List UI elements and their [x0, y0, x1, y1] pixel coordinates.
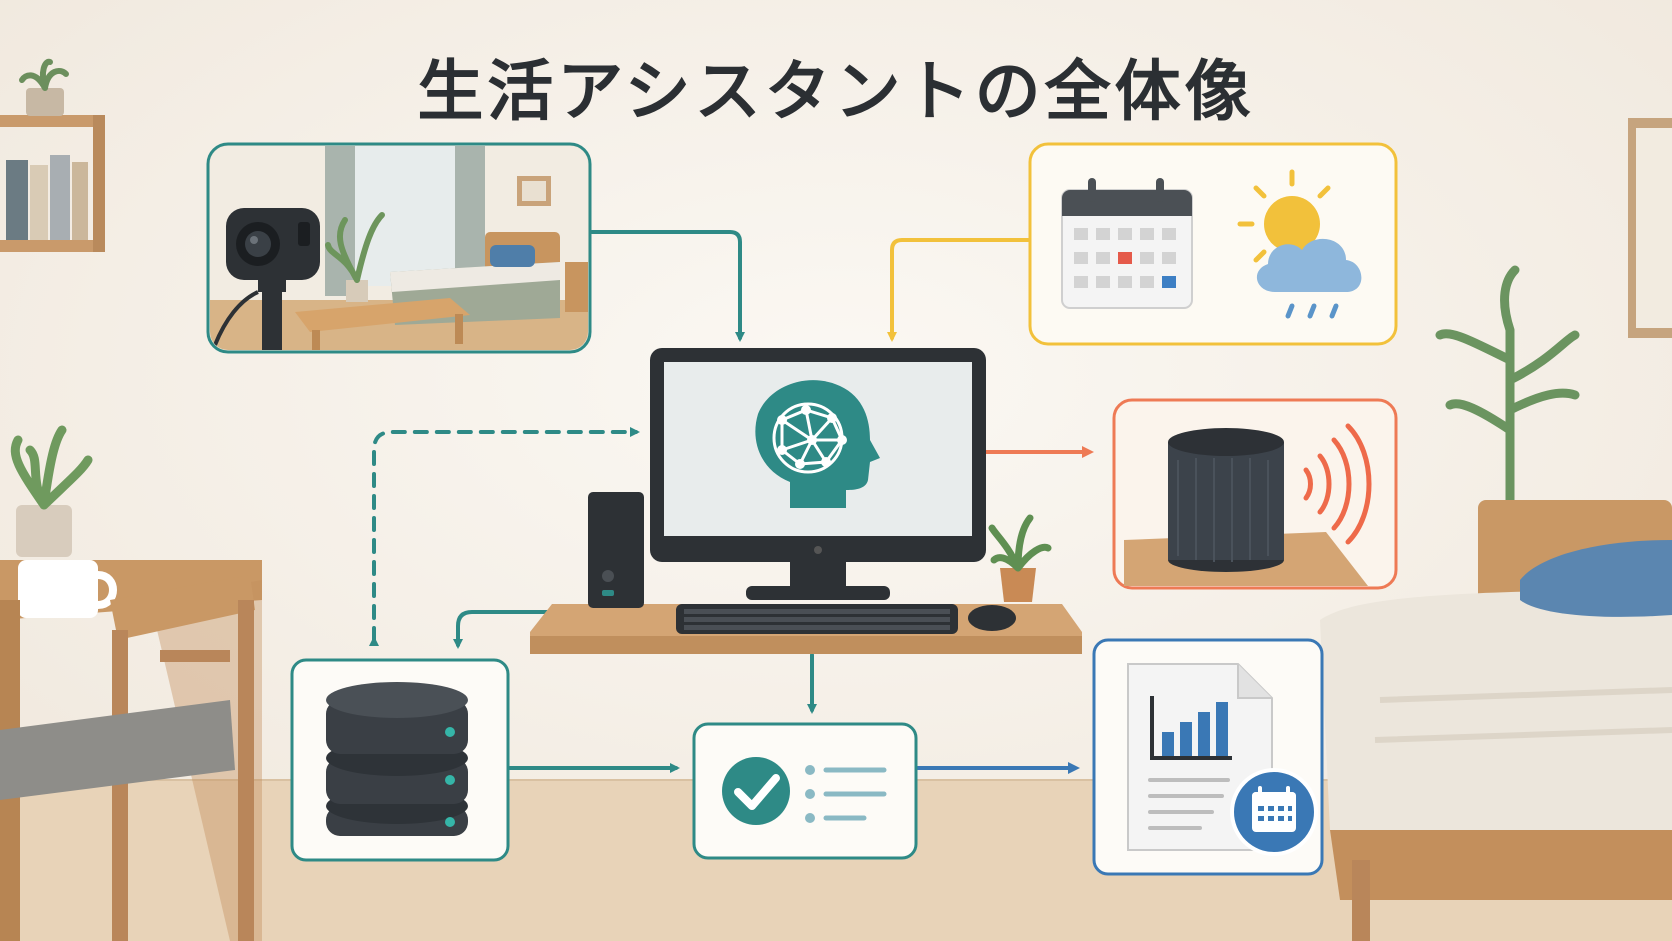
- mouse: [968, 605, 1016, 631]
- right-bed: [1320, 500, 1672, 941]
- calendar-badge-icon: [1230, 768, 1318, 856]
- wall-picture-frame: [1628, 118, 1672, 338]
- node-ai-computer: [530, 348, 1082, 654]
- node-database: [290, 658, 510, 862]
- node-camera-room: [206, 142, 592, 354]
- monitor: [650, 348, 986, 600]
- checklist-icon: [722, 757, 887, 825]
- speaker-icon: [1168, 428, 1284, 572]
- node-smart-speaker: [1112, 398, 1398, 590]
- arrow-computer-to-database: [453, 610, 557, 649]
- node-task-checklist: [692, 722, 918, 860]
- sound-wave-icon: [1303, 423, 1372, 545]
- arrow-camera-to-computer: [590, 230, 745, 342]
- brain-network-icon: [755, 380, 880, 508]
- calendar-icon: [1061, 178, 1193, 309]
- wooden-chair: [0, 575, 255, 941]
- right-plant: [1435, 265, 1580, 505]
- desk-plant: [988, 514, 1052, 602]
- pc-tower: [588, 492, 644, 608]
- connectors: [369, 230, 1094, 774]
- node-calendar-weather: [1028, 142, 1398, 346]
- camera-icon: [213, 208, 320, 350]
- page-title: 生活アシスタントの全体像: [417, 53, 1255, 130]
- database-icon: [326, 682, 468, 836]
- left-plant: [10, 425, 93, 557]
- sun-cloud-rain-icon: [1237, 169, 1362, 319]
- wall-shelf: [0, 58, 105, 252]
- arrow-database-computer-dashed: [369, 427, 640, 646]
- arrow-calendar-to-computer: [887, 238, 1030, 342]
- keyboard: [676, 604, 958, 634]
- node-report-schedule: [1092, 638, 1324, 876]
